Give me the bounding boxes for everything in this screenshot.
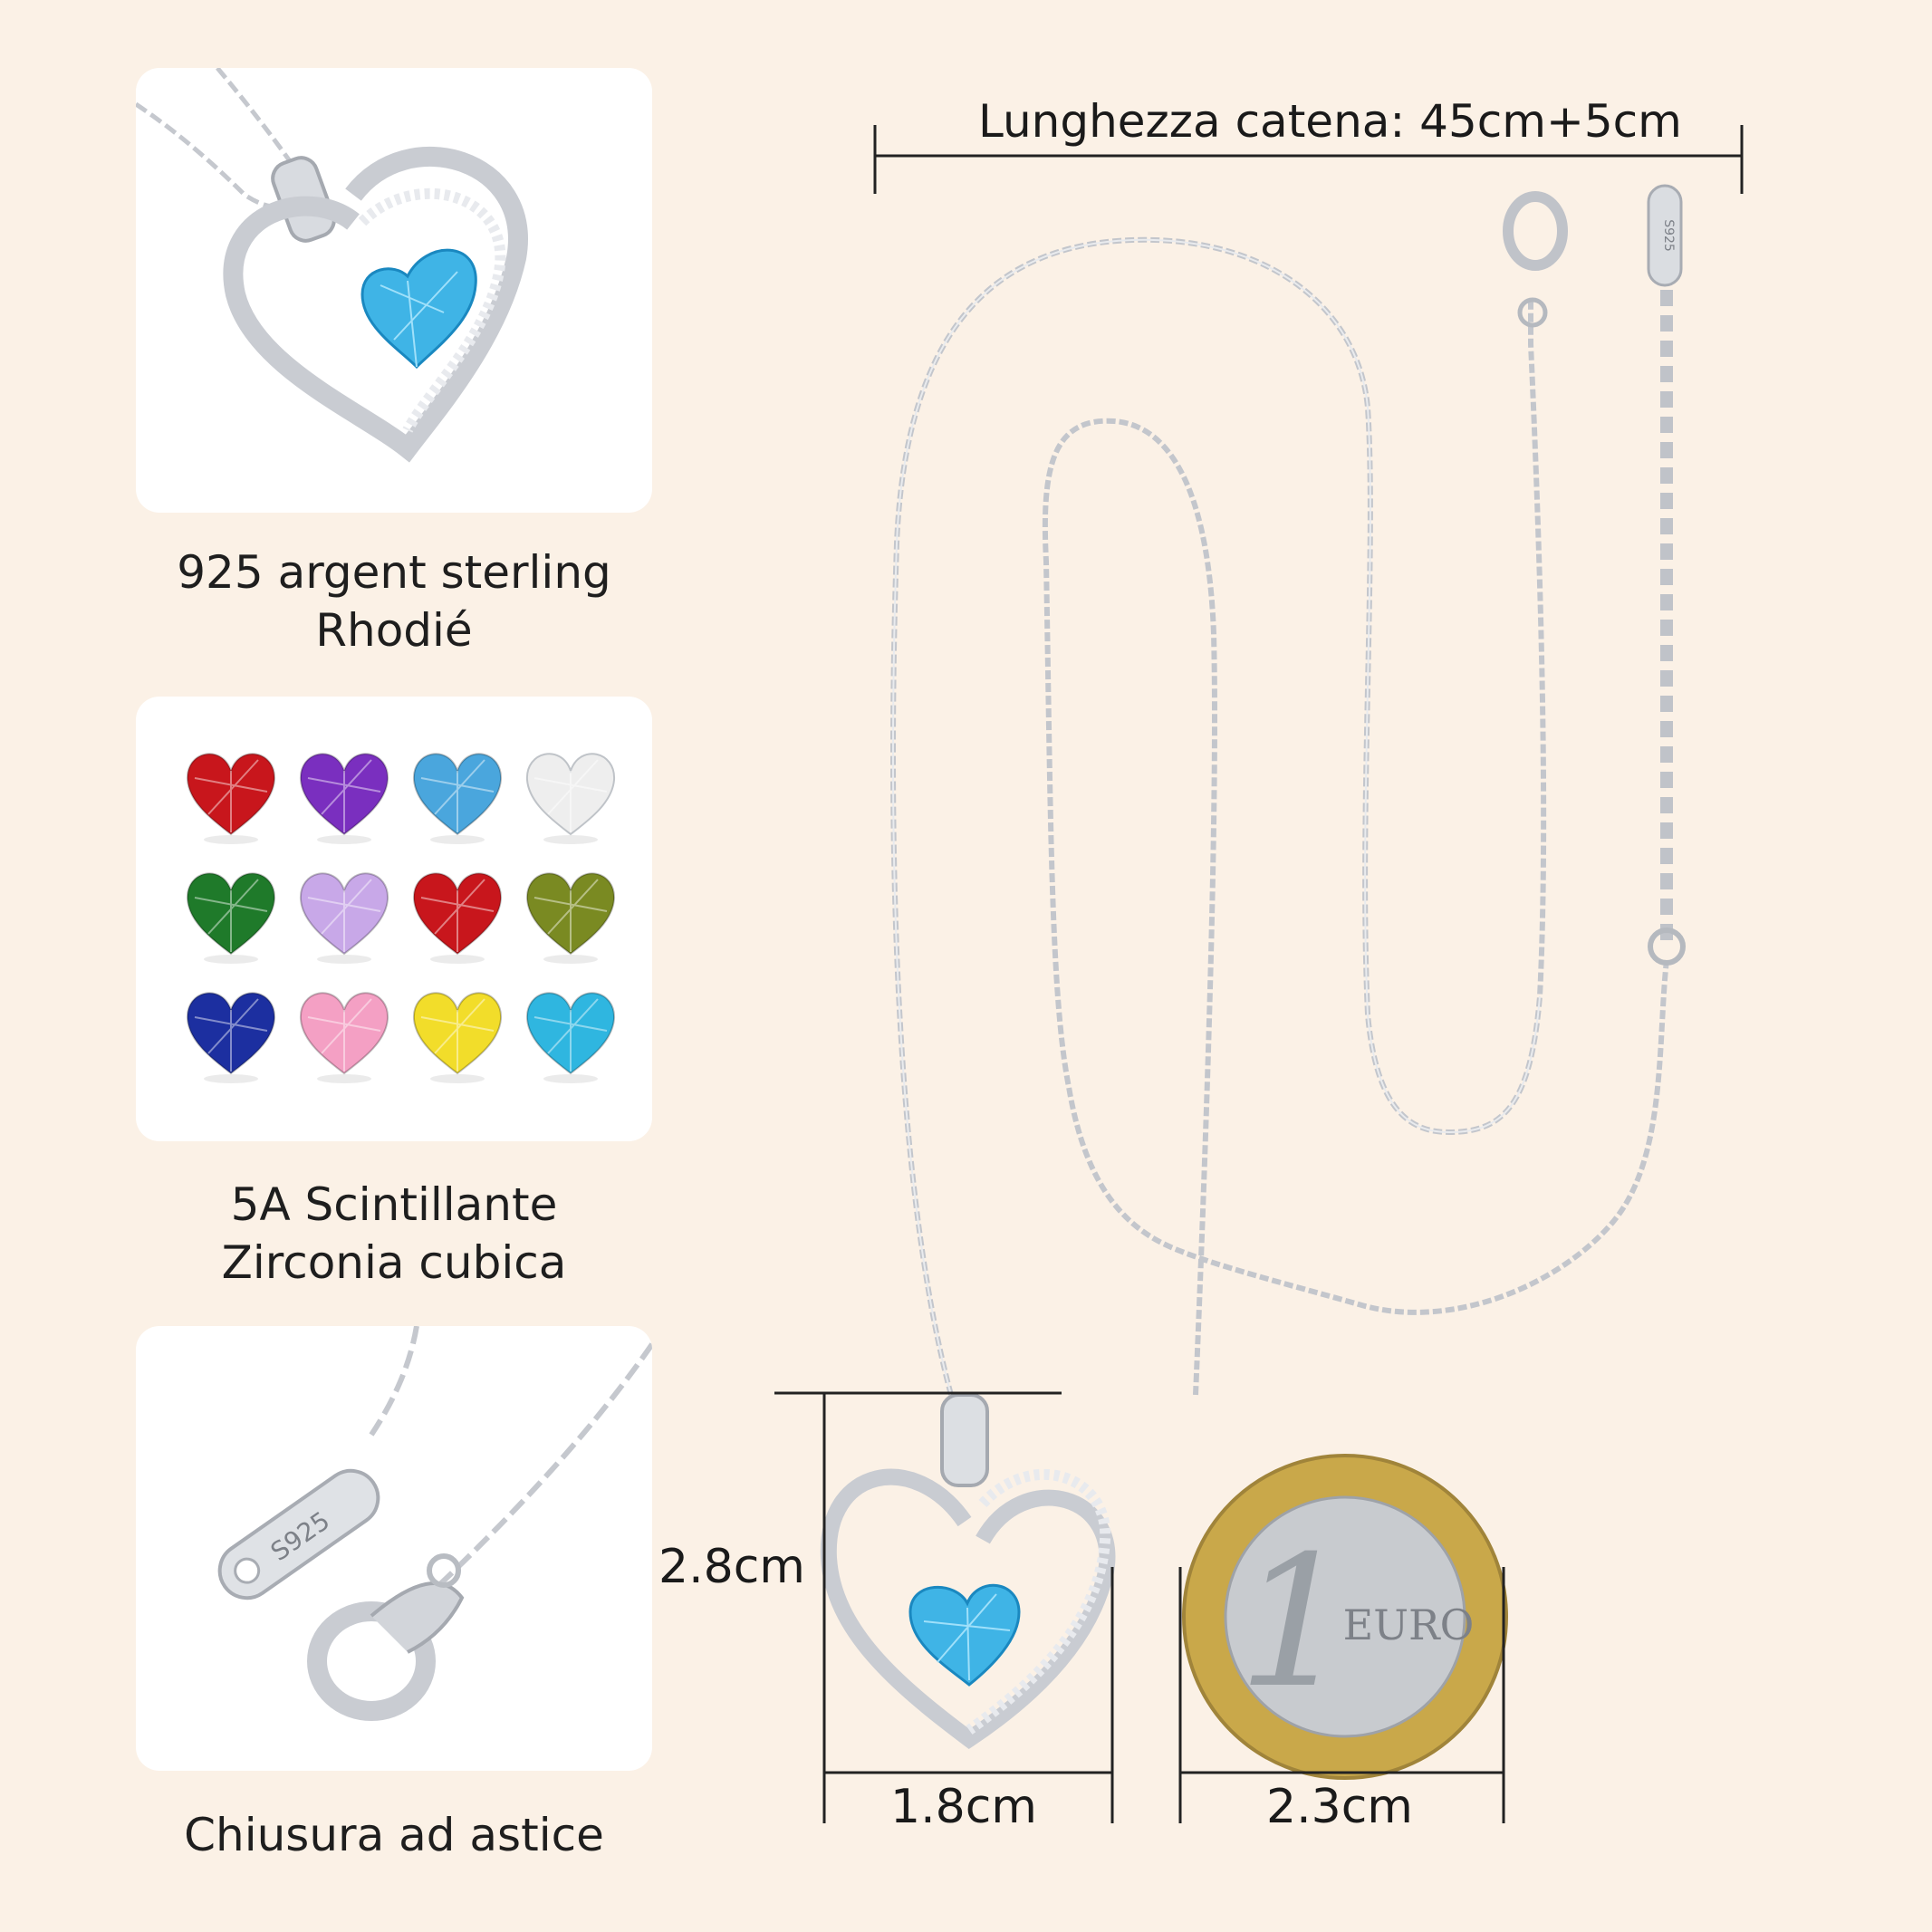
gem-heart-icon (525, 753, 616, 844)
gem-heart-icon (186, 992, 276, 1083)
gem-heart-icon (525, 992, 616, 1083)
coin-diameter-label: 2.3cm (1266, 1780, 1413, 1834)
extender-tag-text: S925 (1661, 219, 1676, 252)
chain-length-dimension (873, 125, 1744, 194)
heart-pendant (820, 1393, 1116, 1750)
gem-heart-icon (412, 872, 503, 964)
euro-coin: 1 EURO (1182, 1454, 1508, 1780)
gem-heart-icon (299, 753, 389, 844)
lobster-clasp-image: S925 (217, 1326, 652, 1721)
coin-value-text: 1 (1237, 1517, 1352, 1728)
gem-grid (186, 753, 616, 1083)
extender-chain: S925 (1647, 184, 1686, 966)
gem-heart-icon (299, 872, 389, 964)
pendant-closeup-image (136, 68, 528, 463)
pendant-dimensions (774, 1391, 1114, 1823)
caption-line: Chiusura ad astice (184, 1809, 604, 1861)
chain-length-label: Lunghezza catena: 45cm+5cm (978, 95, 1682, 148)
lobster-clasp (1503, 191, 1568, 328)
caption-line: Rhodié (315, 604, 473, 657)
pendant-height-label: 2.8cm (658, 1540, 805, 1594)
gem-heart-icon (412, 753, 503, 844)
card-caption-clasp: Chiusura ad astice (136, 1806, 652, 1864)
coin-dimension (1178, 1567, 1505, 1823)
necklace-chain (890, 236, 1669, 1396)
caption-line: 5A Scintillante (230, 1178, 558, 1231)
caption-line: 925 argent sterling (177, 546, 611, 599)
pendant-width-label: 1.8cm (890, 1780, 1037, 1834)
card-caption-stones: 5A Scintillante Zirconia cubica (136, 1176, 652, 1292)
gem-heart-icon (186, 872, 276, 964)
caption-line: Zirconia cubica (221, 1236, 567, 1289)
card-lobster-clasp: S925 (136, 1326, 652, 1771)
gem-heart-icon (186, 753, 276, 844)
gem-heart-icon (412, 992, 503, 1083)
card-caption-material: 925 argent sterling Rhodié (136, 543, 652, 659)
coin-euro-text: EURO (1343, 1600, 1475, 1649)
card-pendant-closeup (136, 68, 652, 513)
gem-heart-icon (525, 872, 616, 964)
card-gem-colors (136, 697, 652, 1141)
gem-heart-icon (299, 992, 389, 1083)
